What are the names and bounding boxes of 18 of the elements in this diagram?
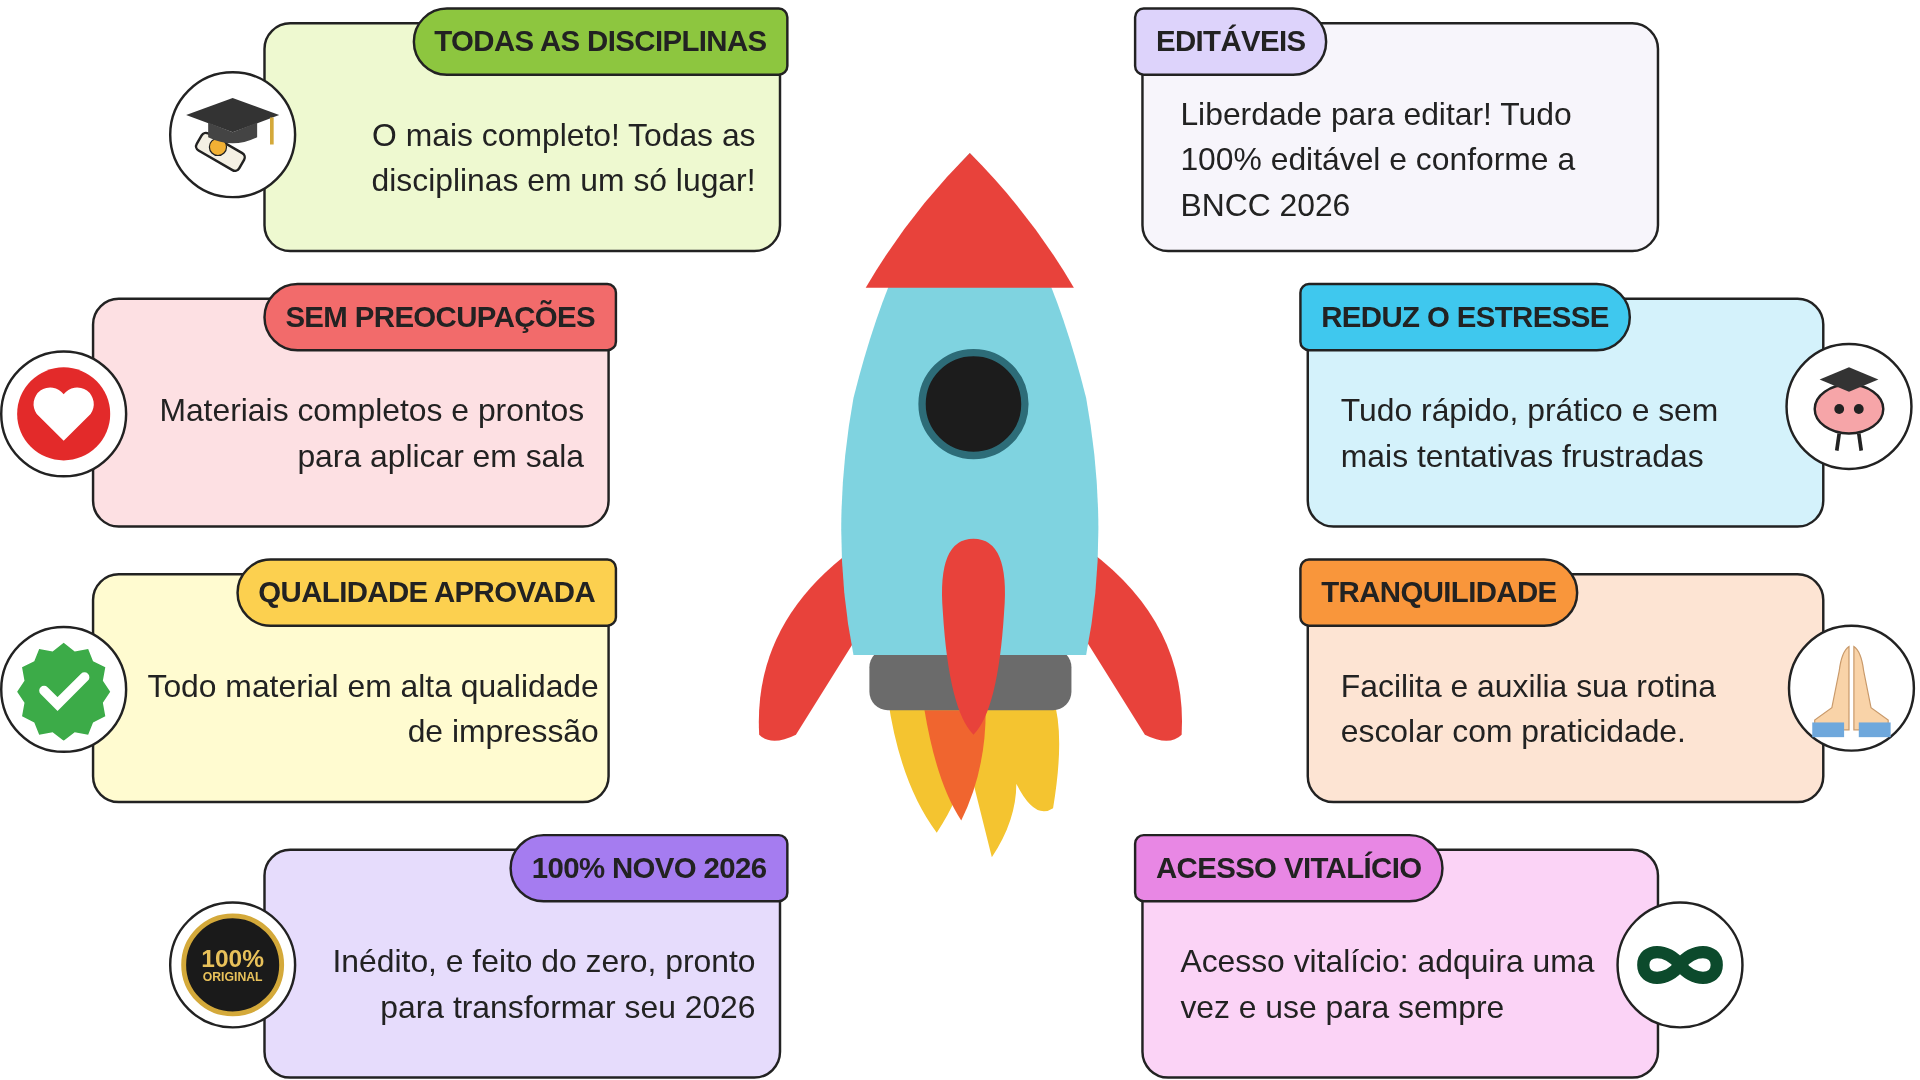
badge-text: 100% [201, 946, 264, 972]
heading-tab: TRANQUILIDADE [1299, 558, 1579, 627]
card-text: Materiais completos e prontos para aplicar em sala [158, 390, 585, 476]
heading-tab: ACESSO VITALÍCIO [1133, 833, 1444, 903]
heading-tab: REDUZ O ESTRESSE [1299, 282, 1631, 352]
heading-tab: SEM PREOCUPAÇÕES [263, 282, 618, 352]
card-text: Facilita e auxilia sua rotina escolar com praticidade. [1340, 666, 1717, 752]
card-text: O mais completo! Todas as disciplinas em um só lugar! [370, 115, 756, 201]
heading-tab: TODAS AS DISCIPLINAS [412, 7, 789, 76]
card-text: Acesso vitalício: adquira uma vez e use para sempre [1180, 941, 1596, 1027]
heading-tab: EDITÁVEIS [1133, 7, 1328, 76]
card-text: Inédito, e feito do zero, pronto para transformar seu 2026 [331, 941, 756, 1027]
heading-tab: 100% NOVO 2026 [509, 833, 789, 903]
badge-text: ORIGINAL [202, 971, 263, 984]
heading-tab: QUALIDADE APROVADA [236, 558, 618, 627]
card-text: Tudo rápido, prático e sem mais tentativas frustradas [1340, 390, 1720, 476]
card-text: Liberdade para editar! Tudo 100% editável e conforme a BNCC 2026 [1180, 94, 1577, 225]
card-text: Todo material em alta qualidade de impressão [146, 666, 599, 752]
